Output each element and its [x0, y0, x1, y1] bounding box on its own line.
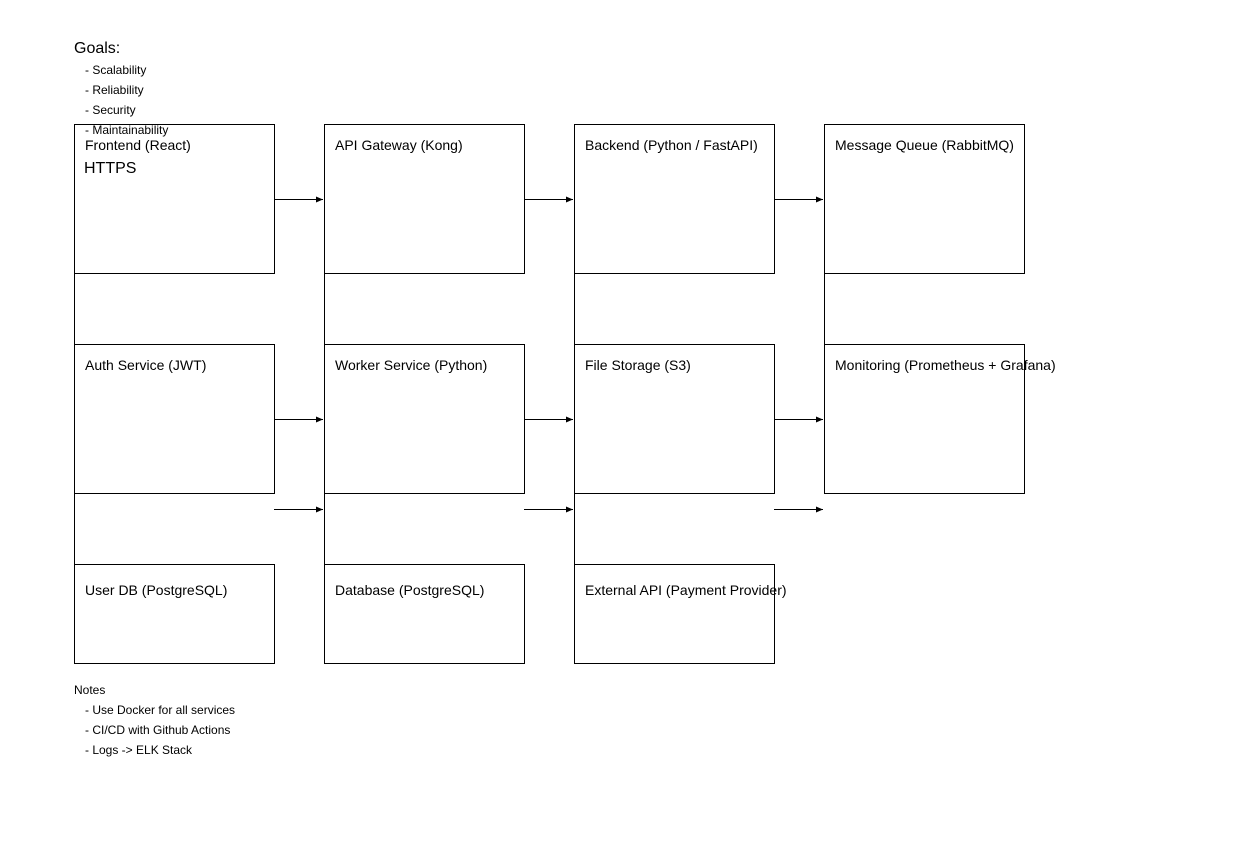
backend-label: Backend (Python / FastAPI): [585, 137, 758, 153]
goals-item-reliability: - Reliability: [85, 83, 144, 97]
goals-title: Goals:: [74, 40, 121, 57]
frontend-box[interactable]: Frontend (React): [74, 124, 275, 274]
monitoring-label: Monitoring (Prometheus + Grafana): [835, 357, 1056, 373]
frontend-label: Frontend (React): [85, 137, 191, 153]
external-api-label: External API (Payment Provider): [585, 582, 787, 598]
api-gateway-box[interactable]: API Gateway (Kong): [324, 124, 525, 274]
file-storage-box[interactable]: File Storage (S3): [574, 344, 775, 494]
user-db-box[interactable]: User DB (PostgreSQL): [74, 564, 275, 664]
database-box[interactable]: Database (PostgreSQL): [324, 564, 525, 664]
goals-item-scalability: - Scalability: [85, 63, 147, 77]
external-api-box[interactable]: External API (Payment Provider): [574, 564, 787, 664]
database-label: Database (PostgreSQL): [335, 582, 485, 598]
notes-title: Notes: [74, 683, 106, 697]
auth-service-box[interactable]: Auth Service (JWT): [74, 344, 275, 494]
api-gateway-label: API Gateway (Kong): [335, 137, 463, 153]
https-label: HTTPS: [84, 160, 137, 177]
auth-service-label: Auth Service (JWT): [85, 357, 207, 373]
worker-service-box[interactable]: Worker Service (Python): [324, 344, 525, 494]
user-db-label: User DB (PostgreSQL): [85, 582, 228, 598]
notes-item-cicd: - CI/CD with Github Actions: [85, 723, 231, 737]
file-storage-label: File Storage (S3): [585, 357, 691, 373]
monitoring-box[interactable]: Monitoring (Prometheus + Grafana): [824, 344, 1056, 494]
backend-box[interactable]: Backend (Python / FastAPI): [574, 124, 775, 274]
notes-item-logs: - Logs -> ELK Stack: [85, 743, 193, 757]
worker-service-label: Worker Service (Python): [335, 357, 488, 373]
notes-item-docker: - Use Docker for all services: [85, 703, 236, 717]
goals-item-maintainability: - Maintainability: [85, 123, 169, 137]
message-queue-label: Message Queue (RabbitMQ): [835, 137, 1014, 153]
goals-item-security: - Security: [85, 103, 136, 117]
message-queue-box[interactable]: Message Queue (RabbitMQ): [824, 124, 1025, 274]
